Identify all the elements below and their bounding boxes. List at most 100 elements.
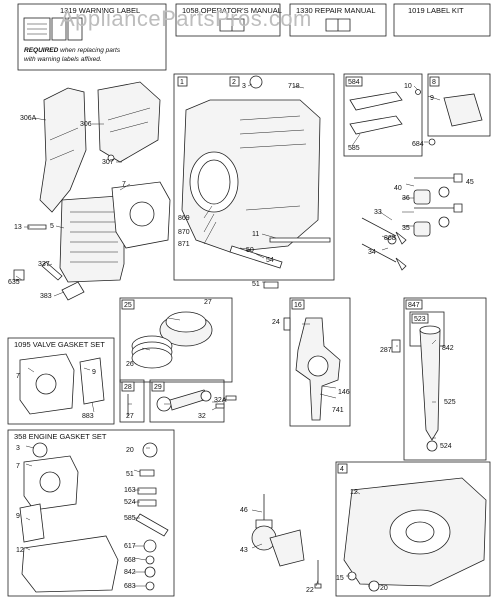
svg-text:358 ENGINE GASKET SET: 358 ENGINE GASKET SET [14, 432, 107, 441]
valve-part[interactable] [414, 173, 463, 183]
part-label: 5 [50, 223, 54, 230]
blower-housing-shroud[interactable] [39, 87, 87, 213]
svg-text:29: 29 [154, 384, 162, 391]
dipstick-tube[interactable] [419, 325, 441, 441]
part-label: 11 [252, 231, 259, 238]
head-bolt-part[interactable] [27, 224, 47, 230]
part-label: 7 [16, 463, 20, 470]
part-label: 10 [404, 83, 412, 90]
part-label: 54 [266, 257, 274, 264]
part-label: 868 [384, 235, 396, 242]
svg-text:28: 28 [124, 384, 132, 391]
cylinder-head-gasket[interactable] [111, 181, 171, 249]
engine-sump[interactable] [343, 477, 487, 587]
valve-spring[interactable] [413, 189, 431, 205]
gasket-584[interactable] [349, 91, 403, 135]
kit-box-valve-gasket-set[interactable] [7, 337, 115, 425]
svg-text:1095 VALVE GASKET SET: 1095 VALVE GASKET SET [14, 340, 105, 349]
air-guide-shroud[interactable] [97, 81, 161, 163]
head-gasket-kit-part[interactable] [23, 455, 79, 511]
kit-title: VALVE GASKET SET [33, 340, 106, 349]
svg-text:1319 WARNING LABEL: 1319 WARNING LABEL [60, 6, 140, 15]
warning-note-line2: with warning labels affixed. [24, 56, 102, 63]
part-label: 524 [440, 443, 452, 450]
group-box-piston [119, 297, 233, 383]
part-label: 7 [122, 181, 126, 188]
camshaft-part[interactable] [269, 237, 331, 243]
exhaust-valve[interactable] [361, 243, 407, 271]
header-box-title: WARNING LABEL [79, 6, 140, 15]
screw-part[interactable] [428, 138, 436, 146]
part-label: 287 [380, 347, 392, 354]
part-label: 35 [402, 225, 410, 232]
connecting-rod[interactable] [156, 389, 212, 412]
crankshaft[interactable] [295, 317, 341, 421]
small-gasket-kit-parts[interactable] [135, 469, 169, 591]
governor-gear-assembly[interactable] [251, 494, 277, 551]
head-gasket-kit-part[interactable] [19, 353, 75, 415]
part-label: 585 [124, 515, 136, 522]
governor-shaft[interactable] [229, 245, 283, 269]
warning-note-line1: when replacing parts [60, 47, 121, 54]
group-box-crankshaft [289, 297, 351, 427]
part-label: 51 [126, 471, 134, 478]
rod-bolt[interactable] [215, 395, 237, 409]
svg-text:584: 584 [348, 79, 360, 86]
sump-washer[interactable] [368, 580, 380, 592]
watermark: AppliancePartsPros.com [60, 6, 312, 31]
crankcase-gasket-kit-part[interactable] [21, 535, 119, 593]
crankshaft-key[interactable] [283, 317, 291, 331]
valve-part[interactable] [414, 203, 463, 213]
header-box-repair-manual[interactable]: 1330 REPAIR MANUAL [289, 3, 387, 37]
part-label: 869 [178, 215, 190, 222]
part-label: 33 [374, 209, 382, 216]
part-label: 7 [16, 373, 20, 380]
kit-box-engine-gasket-set[interactable] [7, 429, 175, 597]
part-label: 842 [442, 345, 454, 352]
seal-kit-part[interactable] [142, 442, 158, 458]
spark-plug[interactable] [41, 261, 63, 281]
dipstick-seal[interactable] [426, 440, 438, 452]
part-label: 718 [288, 83, 300, 90]
valve-cover-gasket-kit-part[interactable] [19, 503, 45, 543]
part-label: 32A [214, 397, 227, 404]
manual-book-icon [325, 18, 351, 32]
seal-part[interactable] [249, 75, 263, 89]
svg-text:16: 16 [294, 302, 302, 309]
group-box-sump [335, 461, 491, 597]
intake-valve[interactable] [361, 217, 407, 245]
part-label: 635 [8, 279, 20, 286]
part-label: 683 [124, 583, 136, 590]
sump-bolt[interactable] [314, 560, 322, 589]
part-label: 585 [348, 145, 360, 152]
part-label: 163 [124, 487, 136, 494]
valve-spring[interactable] [413, 221, 431, 237]
screw-part[interactable] [107, 154, 115, 162]
valve-seal-part[interactable] [387, 235, 397, 245]
seal-kit-part[interactable] [32, 442, 48, 458]
cylinder-block[interactable] [181, 99, 321, 253]
part-label: 13 [14, 224, 22, 231]
breather-cover[interactable] [443, 93, 483, 127]
warning-note-bold: REQUIRED [24, 47, 59, 54]
group-box-584 [343, 73, 423, 157]
header-box-warning-label[interactable]: 1319 WARNING LABEL REQUIRED when replaci… [17, 3, 167, 71]
piston[interactable] [159, 311, 213, 347]
piston-rings[interactable] [131, 335, 173, 369]
header-box-operators-manual[interactable]: 1058 OPERATOR'S MANUAL [175, 3, 282, 37]
part-label: 146 [338, 389, 350, 396]
manual-book-icon [219, 18, 245, 32]
part-label: 32 [198, 413, 206, 420]
valve-cover-part[interactable] [61, 281, 85, 301]
part-label: 51 [252, 281, 260, 288]
oil-pump-assembly[interactable] [269, 529, 305, 567]
header-box-label-kit[interactable]: 1019 LABEL KIT [393, 3, 491, 37]
part-label: 9 [16, 513, 20, 520]
breather-part[interactable] [13, 269, 25, 281]
governor-part[interactable] [263, 281, 279, 289]
screw-part[interactable] [415, 89, 421, 95]
part-label: 12 [350, 489, 358, 496]
part-label: 45 [466, 179, 474, 186]
valve-cover-gasket-kit-part[interactable] [79, 357, 105, 405]
valve-retainer[interactable] [438, 186, 450, 228]
